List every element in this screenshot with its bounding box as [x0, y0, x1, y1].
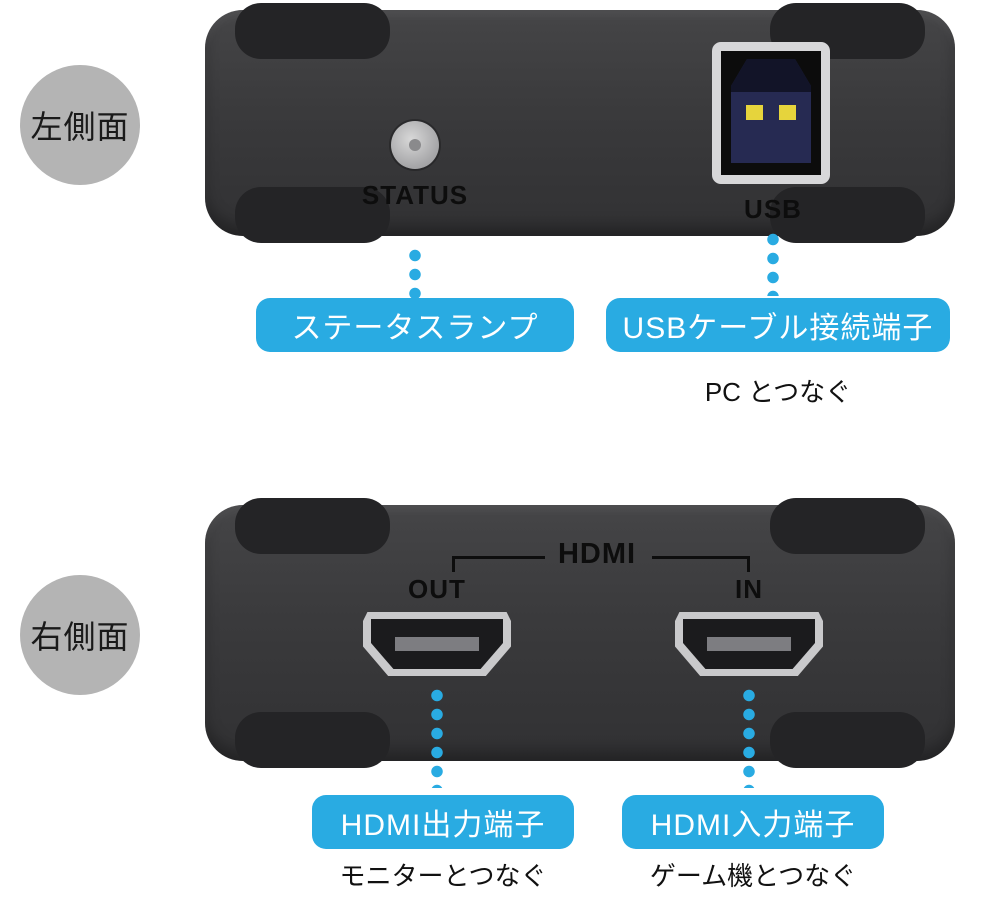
- dotted-leader-hdmi-in: [742, 686, 756, 788]
- badge-left-side: 左側面: [20, 65, 140, 185]
- hdmi-port-cavity: [371, 619, 503, 669]
- in-print-label: IN: [735, 574, 763, 604]
- hdmi-port-tongue: [394, 637, 480, 651]
- status-print-label: STATUS: [361, 180, 469, 210]
- out-print-label: OUT: [408, 574, 466, 604]
- caption-connect-game-console: ゲーム機とつなぐ: [649, 861, 857, 891]
- dotted-leader-status: [408, 246, 422, 301]
- callout-hdmi-out: HDMI出力端子: [312, 795, 574, 849]
- usb-plug-top: [731, 59, 811, 93]
- hdmi-bracket-left: [452, 556, 545, 572]
- hdmi-out-port: [363, 612, 511, 676]
- hdmi-bracket-right: [652, 556, 750, 572]
- corner-bumper: [235, 712, 390, 768]
- callout-usb-terminal: USBケーブル接続端子: [606, 298, 950, 352]
- corner-bumper: [235, 187, 390, 243]
- corner-bumper: [770, 712, 925, 768]
- corner-bumper: [770, 187, 925, 243]
- hdmi-port-cavity: [683, 619, 815, 669]
- usb-pin: [746, 104, 764, 120]
- device-right-side-view: [205, 498, 955, 768]
- corner-bumper: [235, 498, 390, 554]
- dotted-leader-usb: [766, 230, 780, 296]
- corner-bumper: [770, 498, 925, 554]
- hdmi-in-port: [675, 612, 823, 676]
- badge-right-side: 右側面: [20, 575, 140, 695]
- status-led: [391, 121, 439, 169]
- caption-connect-monitor: モニターとつなぐ: [339, 861, 547, 891]
- dotted-leader-hdmi-out: [430, 686, 444, 788]
- callout-hdmi-in: HDMI入力端子: [622, 795, 884, 849]
- usb-plug: [731, 59, 811, 163]
- usb-print-label: USB: [744, 194, 802, 224]
- corner-bumper: [235, 3, 390, 59]
- callout-status-lamp: ステータスランプ: [256, 298, 574, 352]
- usb-pin: [778, 104, 796, 120]
- hdmi-port-tongue: [706, 637, 792, 651]
- device-left-side-view: [205, 3, 955, 243]
- usb-port: [712, 42, 830, 184]
- caption-connect-pc: PC とつなぐ: [704, 377, 852, 407]
- hdmi-print-label: HDMI: [557, 538, 637, 570]
